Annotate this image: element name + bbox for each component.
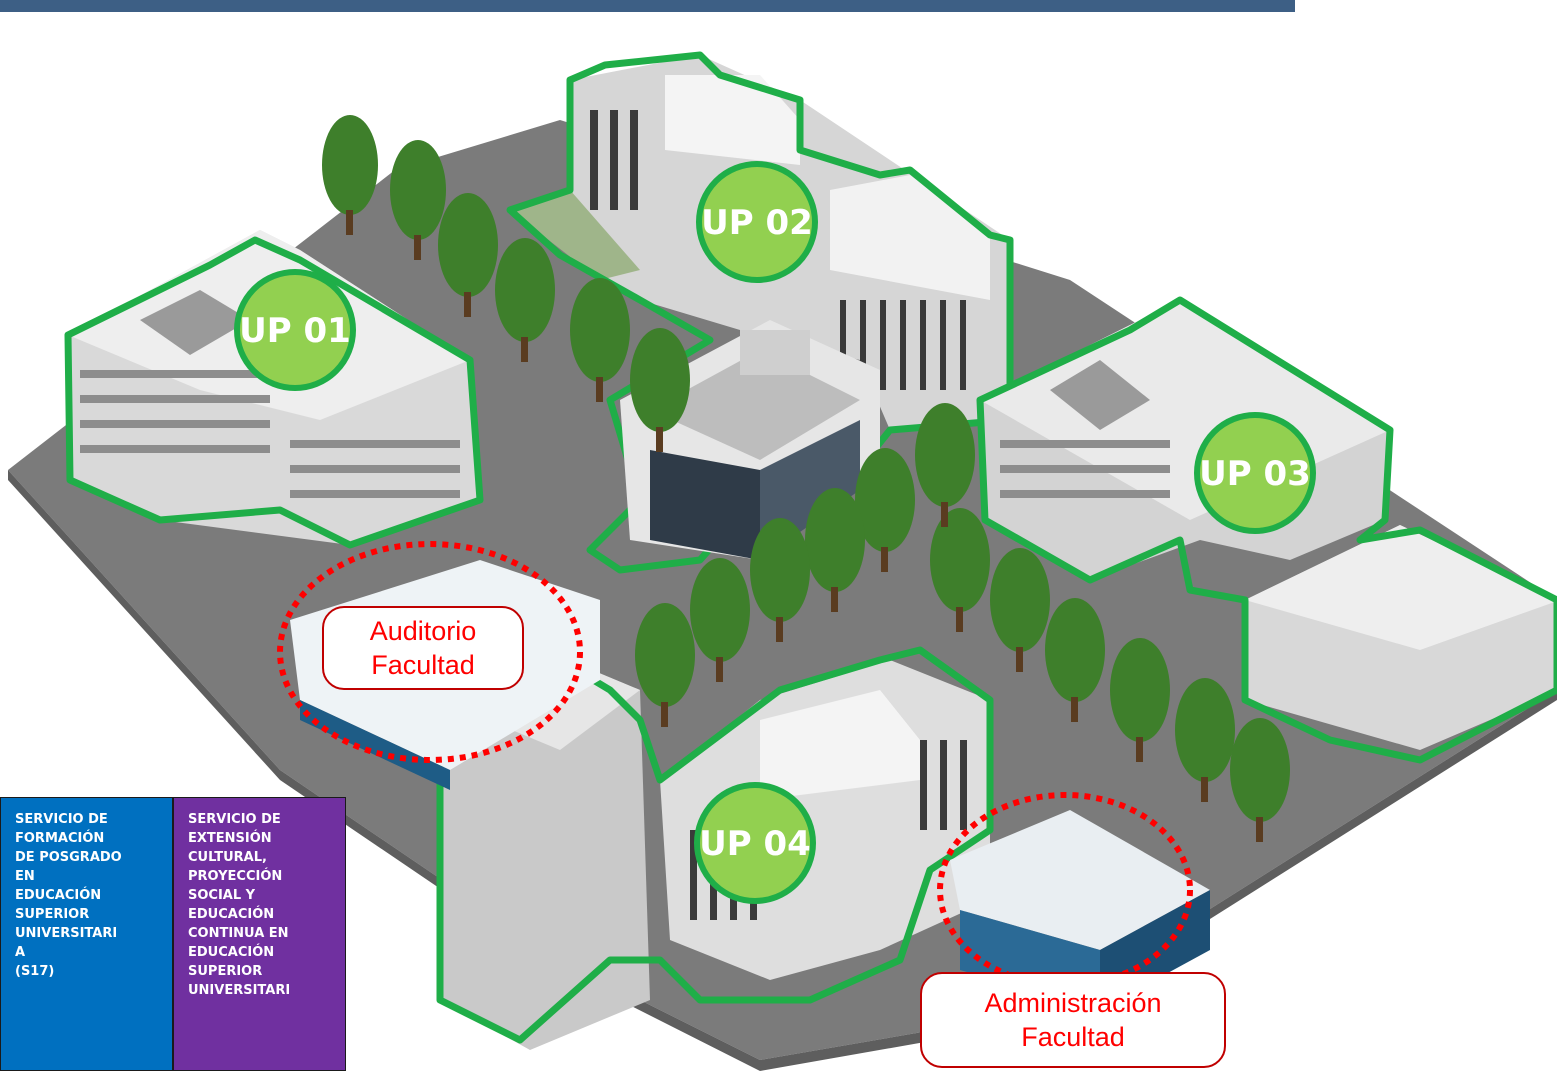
up01-badge: UP 01 [234,269,356,391]
up04-label: UP 04 [699,824,811,864]
administracion-callout: Administración Facultad [920,972,1226,1068]
tree [930,508,990,612]
tree [1230,718,1290,822]
up01-label: UP 01 [239,311,351,351]
up03-outline [976,296,1557,764]
tree [915,403,975,507]
tree [990,548,1050,652]
auditorio-callout: Auditorio Facultad [322,606,524,690]
up04-badge: UP 04 [694,782,816,904]
up03-badge: UP 03 [1194,412,1316,534]
tree [438,193,498,297]
tree [805,488,865,592]
auditorio-highlight-ring [277,541,583,763]
service-posgrado-box: SERVICIO DE FORMACIÓN DE POSGRADO EN EDU… [0,797,173,1071]
tree [635,603,695,707]
tree [855,448,915,552]
tree [1045,598,1105,702]
service-extension-box: SERVICIO DE EXTENSIÓN CULTURAL, PROYECCI… [173,797,346,1071]
up03-label: UP 03 [1199,454,1311,494]
tree [570,278,630,382]
tree [630,328,690,432]
tree [390,140,446,240]
tree [1175,678,1235,782]
up04-outline [436,626,994,1044]
tree [750,518,810,622]
top-header-bar [0,0,1295,12]
tree [495,238,555,342]
up02-badge: UP 02 [696,161,818,283]
tree [322,115,378,215]
tree [690,558,750,662]
up01-outline [64,236,484,549]
tree [1110,638,1170,742]
tree-row [322,115,1290,822]
up02-label: UP 02 [701,203,813,243]
